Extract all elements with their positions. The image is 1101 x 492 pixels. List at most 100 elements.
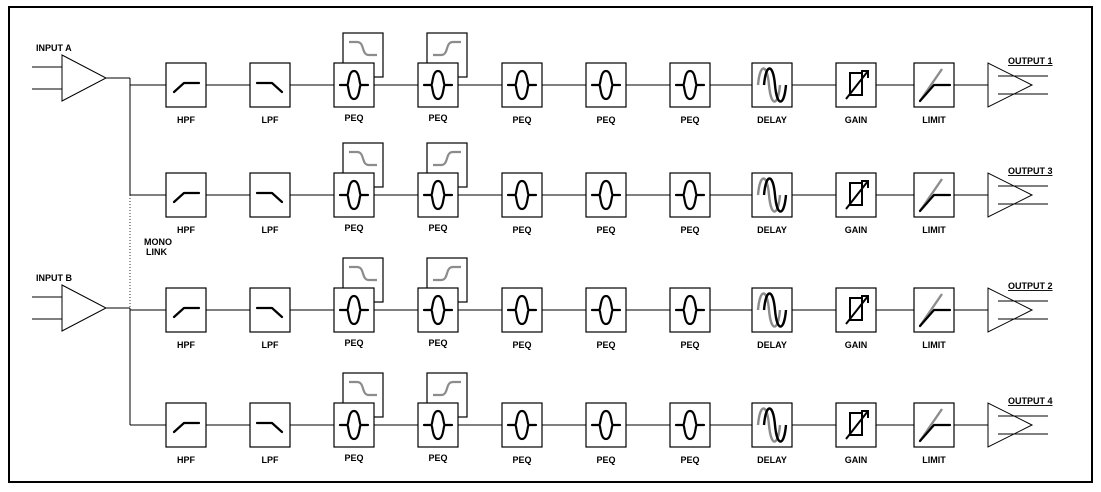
block-box	[249, 62, 291, 108]
peq-curve	[674, 294, 706, 326]
output-label: OUTPUT 3	[1008, 166, 1053, 176]
peq-curve	[338, 69, 370, 101]
block-limit: LIMIT	[913, 287, 955, 350]
block-label: PEQ	[512, 225, 531, 235]
gain-fader	[849, 412, 863, 436]
block-label: LPF	[262, 225, 280, 235]
block-box	[165, 172, 207, 218]
lpf-icon	[255, 306, 284, 319]
block-hpf: HPF	[165, 402, 207, 465]
limit-curve	[918, 83, 952, 103]
block-peq: PEQ	[417, 257, 468, 348]
block-box	[165, 402, 207, 448]
block-label: HPF	[177, 340, 196, 350]
gain-fader	[849, 297, 863, 321]
block-peq: PEQ	[333, 372, 384, 463]
limiter-icon	[918, 178, 952, 213]
hpf-icon	[172, 306, 201, 319]
delay-wave-black	[762, 407, 788, 443]
peq-icon	[674, 179, 706, 211]
delay-icon	[756, 407, 788, 443]
gain-arrow-shaft	[845, 295, 869, 325]
peq-icon	[674, 294, 706, 326]
peq-curve	[506, 294, 538, 326]
block-peq: PEQ	[669, 402, 711, 465]
input-b: INPUT B	[32, 273, 130, 332]
block-label: PEQ	[344, 453, 363, 463]
delay-icon	[756, 67, 788, 103]
block-label: LIMIT	[922, 115, 946, 125]
gain-arrow-head	[861, 70, 869, 78]
peq-curve	[590, 69, 622, 101]
limiter-icon	[918, 408, 952, 443]
output-label: OUTPUT 4	[1008, 396, 1053, 406]
delay-icon	[756, 177, 788, 213]
peq-icon	[506, 69, 538, 101]
input-label: INPUT B	[36, 273, 73, 283]
shelf-curve	[349, 265, 377, 282]
peq-curve	[674, 179, 706, 211]
gain-fader	[849, 72, 863, 96]
block-peq: PEQ	[669, 172, 711, 235]
peq-curve	[506, 409, 538, 441]
block-label: DELAY	[757, 455, 787, 465]
peq-curve	[338, 179, 370, 211]
block-gain: GAIN	[835, 287, 877, 350]
lpf-curve	[255, 421, 284, 434]
block-peq: PEQ	[501, 172, 543, 235]
output-3: OUTPUT 2	[987, 281, 1053, 333]
delay-wave-black	[762, 67, 788, 103]
gain-arrow-head	[861, 410, 869, 418]
block-label: PEQ	[428, 113, 447, 123]
block-delay: DELAY	[751, 287, 793, 350]
hpf-icon	[172, 81, 201, 94]
gain-arrow-head	[861, 295, 869, 303]
gain-icon	[845, 410, 869, 440]
block-peq: PEQ	[333, 257, 384, 348]
lpf-curve	[255, 306, 284, 319]
block-peq: PEQ	[501, 402, 543, 465]
block-box	[249, 287, 291, 333]
peq-curve	[590, 294, 622, 326]
peq-icon	[506, 409, 538, 441]
block-label: LPF	[262, 455, 280, 465]
gain-icon	[845, 70, 869, 100]
peq-icon	[422, 69, 454, 101]
peq-icon	[506, 179, 538, 211]
input-amp-icon	[61, 54, 108, 102]
shelf-curve	[433, 150, 461, 167]
peq-icon	[422, 294, 454, 326]
delay-wave-black	[762, 292, 788, 328]
peq-icon	[590, 69, 622, 101]
peq-icon	[338, 409, 370, 441]
block-peq: PEQ	[585, 287, 627, 350]
block-peq: PEQ	[585, 62, 627, 125]
block-gain: GAIN	[835, 172, 877, 235]
peq-curve	[590, 409, 622, 441]
block-label: PEQ	[680, 455, 699, 465]
block-label: PEQ	[428, 338, 447, 348]
gain-arrow-shaft	[845, 180, 869, 210]
block-label: PEQ	[596, 340, 615, 350]
block-label: PEQ	[428, 223, 447, 233]
block-peq: PEQ	[417, 372, 468, 463]
hpf-curve	[172, 191, 201, 204]
peq-icon	[422, 179, 454, 211]
hpf-icon	[172, 191, 201, 204]
peq-icon	[506, 294, 538, 326]
block-peq: PEQ	[501, 62, 543, 125]
lpf-curve	[255, 81, 284, 94]
peq-icon	[590, 409, 622, 441]
block-label: PEQ	[680, 115, 699, 125]
peq-curve	[506, 69, 538, 101]
limiter-icon	[918, 68, 952, 103]
block-box	[249, 402, 291, 448]
block-label: GAIN	[845, 455, 868, 465]
block-label: DELAY	[757, 115, 787, 125]
hpf-curve	[172, 421, 201, 434]
block-label: PEQ	[512, 115, 531, 125]
input-label: INPUT A	[36, 43, 72, 53]
hpf-curve	[172, 81, 201, 94]
